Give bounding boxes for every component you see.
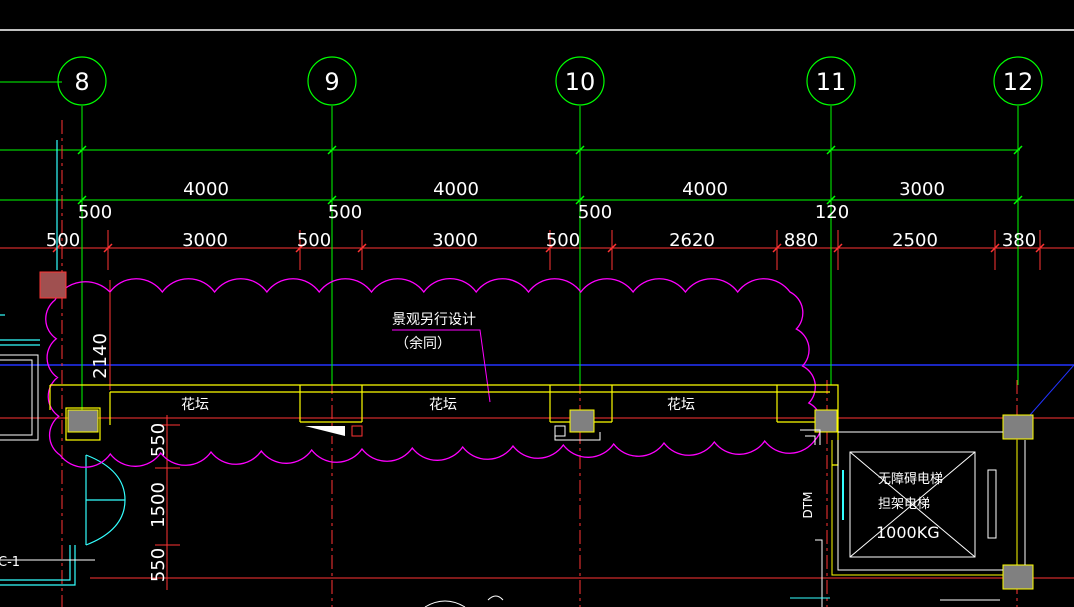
axis-bubble-12 [993,56,1043,106]
dimension-text-vertical: 550 1500 550 [148,423,169,582]
dimension-lines [0,81,1074,249]
dim-tick [826,145,836,155]
dim-tick [607,243,617,253]
dim-mid-3: 500 [578,202,612,223]
elevator-shaft [800,429,1026,607]
planter-label-2: 花坛 [429,397,457,413]
dim-detail-1: 500 [46,230,80,251]
cyan-door-walls [0,140,126,586]
elevator-labels: 无障碍电梯 担架电梯 1000KG DTM [801,472,943,542]
dim-tick [103,243,113,253]
dim-detail-3: 500 [297,230,331,251]
dim-tick [1013,145,1023,155]
dim-detail-9: 380 [1002,230,1036,251]
axis-bubble-10 [555,56,605,106]
left-wall-lines [0,354,95,561]
dim-tick [327,145,337,155]
axis-label-8: 8 [74,68,89,96]
dim-detail-6: 2620 [669,230,715,251]
dim-main-1: 4000 [183,179,229,200]
axis-bubble-11 [806,56,856,106]
dim-mid-2: 500 [328,202,362,223]
dimension-ticks [52,145,1045,270]
dim-detail-7: 880 [784,230,818,251]
dim-main-2: 4000 [433,179,479,200]
dim-tick [772,243,782,253]
dim-tick [990,243,1000,253]
dim-tick [1035,243,1045,253]
annotation-leader [392,329,491,403]
dim-detail-4: 3000 [432,230,478,251]
dim-mid-4: 120 [815,202,849,223]
door-marks [305,425,601,441]
axis-label-10: 10 [565,68,596,96]
dim-tick [826,195,836,205]
dim-tick [295,243,305,253]
annotation-line2: （余同） [395,335,451,352]
axis-label-12: 12 [1003,68,1034,96]
planter-labels: 花坛 花坛 花坛 [181,397,695,413]
planter-label-3: 花坛 [667,397,695,413]
dim-tick [327,195,337,205]
elevator-label-1: 无障碍电梯 [878,472,943,487]
dim-vertical-2140: 2140 [90,333,111,379]
dim-tick [575,145,585,155]
dim-tick [357,243,367,253]
axis-label-9: 9 [324,68,339,96]
elevator-capacity: 1000KG [876,523,940,542]
elevator-tag: DTM [801,492,815,519]
axis-bubbles: 8 9 10 11 12 [57,56,1043,106]
dim-detail-2: 3000 [182,230,228,251]
axis-bubble-8 [57,56,107,106]
edge-tag: C-1 [0,555,20,570]
dim-tick [1013,195,1023,205]
dim-tick [545,243,555,253]
dim-vertical-3: 550 [148,548,169,582]
blue-lines [0,364,1074,416]
dim-detail-8: 2500 [892,230,938,251]
axis-lines [81,106,1019,420]
dim-tick [575,195,585,205]
columns [39,271,1034,590]
dim-detail-5: 500 [546,230,580,251]
planter-label-1: 花坛 [181,397,209,413]
dim-tick [77,195,87,205]
dim-mid-1: 500 [78,202,112,223]
dim-main-3: 4000 [682,179,728,200]
bottom-fragments [424,595,1000,607]
dim-tick [833,243,843,253]
dim-tick [77,145,87,155]
dim-main-4: 3000 [899,179,945,200]
dimension-text-detail: 500 3000 500 3000 500 2620 880 2500 380 [46,230,1036,251]
dimension-text-main: 4000 4000 4000 3000 [183,179,945,200]
axis-label-11: 11 [816,68,847,96]
dim-vertical-2: 1500 [148,482,169,528]
planter-wall [49,384,839,466]
dim-vertical-1: 550 [148,423,169,457]
axis-bubble-9 [307,56,357,106]
annotation-line1: 景观另行设计 [392,312,476,328]
revision-cloud [45,278,823,468]
dimension-text-mid: 500 500 500 120 [78,202,849,223]
elevator-label-2: 担架电梯 [878,497,930,512]
